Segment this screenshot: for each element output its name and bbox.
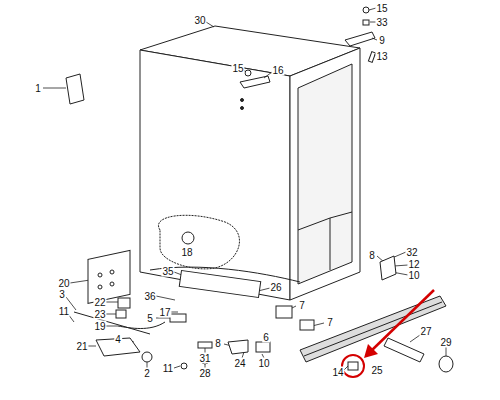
red-circle — [342, 355, 364, 377]
highlight — [342, 290, 434, 377]
callout-number: 26 — [269, 282, 282, 293]
block — [300, 320, 314, 330]
shim — [363, 20, 369, 25]
callout-number: 23 — [93, 309, 106, 320]
cabinet-divider — [330, 218, 331, 270]
callout-number: 2 — [143, 368, 151, 379]
callout-number: 15 — [231, 63, 244, 74]
callout-number: 29 — [439, 337, 452, 348]
drain-fitting — [182, 232, 194, 244]
grille-clip — [348, 362, 358, 370]
wire — [118, 322, 165, 329]
callout-number: 11 — [162, 363, 174, 374]
callout-number: 16 — [271, 65, 284, 76]
callout-number: 22 — [93, 297, 106, 308]
hole — [98, 273, 102, 277]
hole — [241, 99, 244, 102]
cabinet-side — [140, 50, 290, 300]
red-arrowhead — [364, 344, 378, 358]
leader-lines — [43, 8, 446, 370]
top-hinge — [240, 7, 376, 110]
callout-number: 6 — [262, 332, 270, 343]
roller — [142, 352, 152, 362]
spacer — [170, 314, 186, 322]
callout-number: 14 — [331, 367, 344, 378]
block — [276, 306, 292, 318]
callout-number: 20 — [57, 278, 70, 289]
cabinet-opening — [298, 64, 352, 284]
bracket — [228, 340, 248, 354]
callout-number: 9 — [378, 35, 386, 46]
callout-number: 5 — [146, 313, 154, 324]
hole — [110, 270, 114, 274]
clip — [118, 298, 130, 308]
callout-number: 21 — [75, 341, 88, 352]
callout-number: 8 — [368, 250, 376, 261]
bracket — [198, 342, 212, 348]
callout-number: 4 — [114, 334, 122, 345]
callout-number: 7 — [326, 317, 334, 328]
callout-number: 27 — [419, 326, 432, 337]
cabinet-front — [290, 48, 360, 300]
red-arrow — [370, 290, 434, 352]
callout-number: 13 — [375, 51, 388, 62]
shaft — [384, 338, 424, 362]
tube-assembly — [179, 271, 260, 298]
drain-pan-outline — [158, 215, 239, 269]
callout-number: 30 — [193, 15, 206, 26]
callout-number: 10 — [407, 270, 420, 281]
base-grille — [300, 296, 446, 362]
hole — [241, 107, 244, 110]
callout-number: 10 — [257, 358, 270, 369]
bracket — [116, 310, 126, 318]
callout-number: 17 — [158, 307, 171, 318]
callout-number: 32 — [405, 247, 418, 258]
callout-number: 8 — [214, 338, 222, 349]
screw — [181, 363, 187, 369]
callout-number: 35 — [161, 266, 174, 277]
access-plate — [88, 250, 130, 303]
parts — [66, 74, 453, 372]
callout-number: 18 — [180, 247, 193, 258]
bottom-hinge — [380, 256, 396, 280]
callout-number: 12 — [407, 259, 420, 270]
callout-number: 15 — [375, 3, 388, 14]
callout-number: 36 — [143, 291, 156, 302]
rod — [74, 312, 150, 334]
manual-card — [66, 74, 84, 104]
hole — [110, 282, 114, 286]
callout-number: 24 — [233, 358, 246, 369]
wheel — [439, 356, 453, 372]
callout-number: 31 — [198, 353, 211, 364]
callout-number: 3 — [58, 289, 66, 300]
hinge-plate — [345, 32, 375, 46]
cabinet — [140, 26, 360, 300]
callout-number: 28 — [198, 368, 211, 379]
callout-number: 11 — [58, 306, 70, 317]
callout-number: 19 — [93, 321, 106, 332]
screw — [245, 70, 251, 76]
center-hinge — [240, 76, 270, 88]
hole — [98, 285, 102, 289]
callout-number: 7 — [298, 300, 306, 311]
cabinet-floor — [298, 212, 352, 230]
callout-number: 1 — [34, 83, 42, 94]
screw — [363, 7, 369, 13]
hinge-block — [256, 342, 270, 352]
callout-number: 25 — [370, 365, 383, 376]
callout-number: 33 — [375, 17, 388, 28]
